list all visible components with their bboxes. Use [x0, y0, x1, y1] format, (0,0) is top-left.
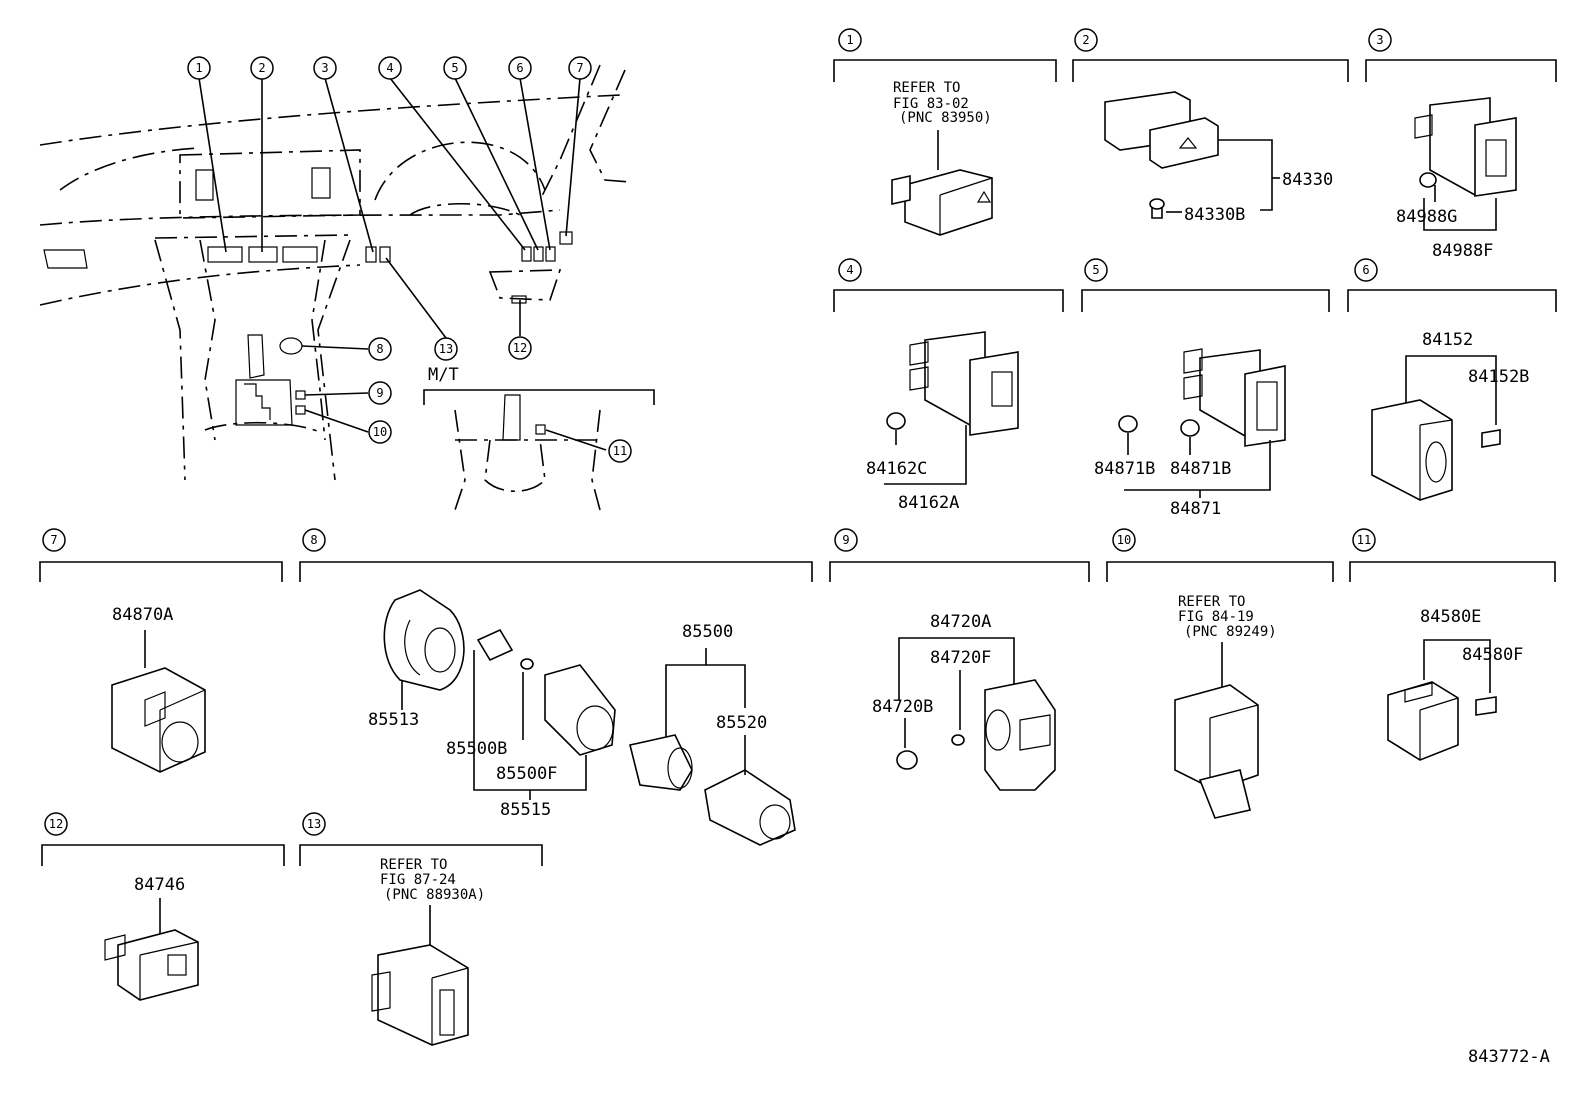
- ring-part: [544, 664, 616, 756]
- overview-callouts: 1 2 3 4 5 6 7 8 9 10 11 12 13: [187, 56, 632, 463]
- part-84988F: 84988F: [1432, 241, 1493, 261]
- part-84720A: 84720A: [930, 612, 991, 632]
- switch-part-1: [904, 169, 993, 236]
- switch-part-12: [117, 929, 199, 1001]
- callout-1: 1: [195, 61, 202, 75]
- diagram-id: 843772-A: [1468, 1047, 1550, 1067]
- section-10-refer-line-2: FIG 84-19: [1178, 609, 1254, 625]
- section-12: 12 84746: [41, 812, 285, 1001]
- part-84162C: 84162C: [866, 459, 927, 479]
- part-84988G: 84988G: [1396, 207, 1457, 227]
- switch-part-11: [1387, 681, 1459, 761]
- part-85515: 85515: [500, 800, 551, 820]
- section-5: 5 84871B 84871B 84871: [1081, 258, 1330, 519]
- section-10-refer-line-3: (PNC 89249): [1184, 624, 1277, 640]
- section-13-refer-line-3: (PNC 88930A): [384, 887, 485, 903]
- callout-6: 6: [516, 61, 523, 75]
- section-10-index: 10: [1117, 533, 1131, 547]
- callout-9: 9: [376, 386, 383, 400]
- section-7: 7 84870A: [39, 528, 283, 773]
- section-11: 11 84580E 84580F: [1349, 528, 1556, 761]
- part-84152B: 84152B: [1468, 367, 1529, 387]
- part-84870A: 84870A: [112, 605, 173, 625]
- section-9-index: 9: [842, 533, 849, 547]
- part-85513: 85513: [368, 710, 419, 730]
- part-85500: 85500: [682, 622, 733, 642]
- switch-part-13: [377, 944, 469, 1046]
- part-84720F: 84720F: [930, 648, 991, 668]
- section-6: 6 84152 84152B: [1347, 258, 1557, 501]
- part-84720B: 84720B: [872, 697, 933, 717]
- part-85500B: 85500B: [446, 739, 507, 759]
- section-1-refer-line-2: FIG 83-02: [893, 96, 969, 112]
- mt-inset: M/T: [423, 365, 655, 511]
- section-10-refer-line-1: REFER TO: [1178, 594, 1245, 610]
- section-2-index: 2: [1082, 33, 1089, 47]
- holder-85513: [383, 589, 465, 691]
- section-4: 4 84162C 84162A: [833, 258, 1064, 513]
- section-13: 13 REFER TO FIG 87-24 (PNC 88930A): [299, 812, 543, 1046]
- switch-part-3: [1474, 117, 1517, 197]
- callout-2: 2: [258, 61, 265, 75]
- section-8-index: 8: [310, 533, 317, 547]
- switch-part-10: [1174, 684, 1259, 791]
- part-84871: 84871: [1170, 499, 1221, 519]
- section-7-index: 7: [50, 533, 57, 547]
- section-12-index: 12: [49, 817, 63, 831]
- section-1: 1 REFER TO FIG 83-02 (PNC 83950): [833, 28, 1057, 236]
- section-3-index: 3: [1376, 33, 1383, 47]
- section-1-index: 1: [846, 33, 853, 47]
- section-13-refer-line-1: REFER TO: [380, 857, 447, 873]
- section-10: 10 REFER TO FIG 84-19 (PNC 89249): [1106, 528, 1334, 819]
- part-84330B: 84330B: [1184, 205, 1245, 225]
- part-85520: 85520: [716, 713, 767, 733]
- section-4-index: 4: [846, 263, 853, 277]
- callout-5: 5: [451, 61, 458, 75]
- dimmer-switch-part: [1371, 399, 1453, 501]
- callout-12: 12: [513, 341, 527, 355]
- callout-3: 3: [321, 61, 328, 75]
- mt-label: M/T: [428, 365, 459, 385]
- part-84330: 84330: [1282, 170, 1333, 190]
- part-84152: 84152: [1422, 330, 1473, 350]
- part-84162A: 84162A: [898, 493, 959, 513]
- callout-11: 11: [613, 444, 627, 458]
- socket-part: [629, 734, 693, 791]
- section-8: 8 85513 85500B 85500F 85515 85500 85520: [299, 528, 813, 846]
- section-3: 3 84988G 84988F: [1365, 28, 1557, 261]
- callout-7: 7: [576, 61, 583, 75]
- callout-10: 10: [373, 425, 387, 439]
- callout-13: 13: [439, 342, 453, 356]
- section-6-index: 6: [1362, 263, 1369, 277]
- section-1-refer-line-1: REFER TO: [893, 80, 960, 96]
- cigarette-lighter-part: [704, 769, 796, 846]
- switch-part-5: [1244, 365, 1286, 447]
- part-84871B-a: 84871B: [1094, 459, 1155, 479]
- callout-8: 8: [376, 342, 383, 356]
- part-84871B-b: 84871B: [1170, 459, 1231, 479]
- callout-4: 4: [386, 61, 393, 75]
- section-9: 9 84720A 84720F 84720B: [829, 528, 1090, 791]
- part-84746: 84746: [134, 875, 185, 895]
- section-1-refer-line-3: (PNC 83950): [899, 110, 992, 126]
- section-13-index: 13: [307, 817, 321, 831]
- section-5-index: 5: [1092, 263, 1099, 277]
- part-84580F: 84580F: [1462, 645, 1523, 665]
- section-11-index: 11: [1357, 533, 1371, 547]
- section-2: 2 84330 84330B: [1072, 28, 1349, 225]
- part-85500F: 85500F: [496, 764, 557, 784]
- section-13-refer-line-2: FIG 87-24: [380, 872, 456, 888]
- dashboard-overview: [39, 64, 631, 481]
- switch-part-4: [969, 351, 1019, 436]
- part-84580E: 84580E: [1420, 607, 1481, 627]
